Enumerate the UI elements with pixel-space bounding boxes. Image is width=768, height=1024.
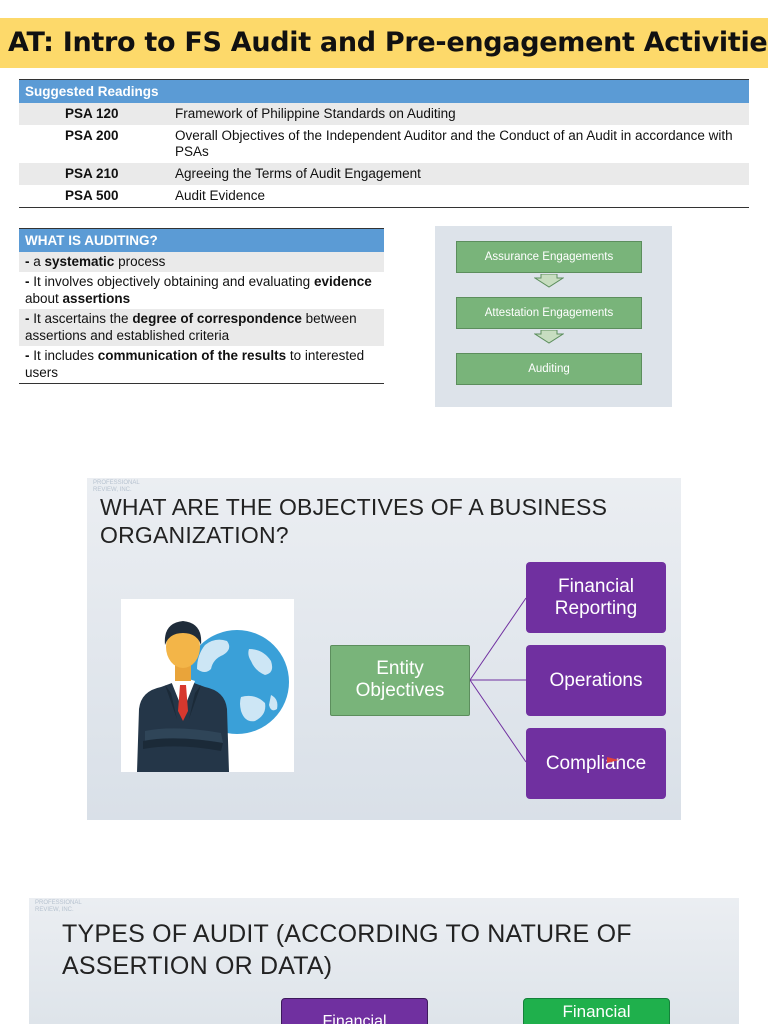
objective-compliance: Compliance (526, 728, 666, 799)
readings-header: Suggested Readings (19, 79, 749, 103)
objectives-slide: PROFESSIONAL REVIEW, INC. WHAT ARE THE O… (87, 478, 681, 820)
table-row: PSA 200 Overall Objectives of the Indepe… (19, 125, 749, 163)
objective-financial-reporting: Financial Reporting (526, 562, 666, 633)
table-row: - a systematic process (19, 251, 384, 272)
psa-title: Framework of Philippine Standards on Aud… (169, 102, 749, 125)
psa-title: Overall Objectives of the Independent Au… (175, 127, 733, 159)
down-arrow-icon (534, 330, 564, 344)
psa-code: PSA 120 (19, 102, 169, 125)
table-row: - It involves objectively obtaining and … (19, 272, 384, 309)
table-row: PSA 210 Agreeing the Terms of Audit Enga… (19, 162, 749, 185)
entity-objectives-box: Entity Objectives (330, 645, 470, 716)
flow-box-assurance: Assurance Engagements (456, 241, 642, 273)
financial-box-green: Financial (523, 998, 670, 1024)
psa-code: PSA 210 (19, 162, 169, 185)
financial-box-purple: Financial (281, 998, 428, 1024)
title-banner: AT: Intro to FS Audit and Pre-engagement… (0, 18, 768, 68)
psa-title: Audit Evidence (169, 184, 749, 208)
objective-operations: Operations (526, 645, 666, 716)
types-of-audit-slide: PROFESSIONAL REVIEW, INC. TYPES OF AUDIT… (29, 898, 739, 1024)
auditing-point: - a systematic process (19, 251, 384, 272)
auditing-point: - It ascertains the degree of correspond… (19, 309, 384, 346)
psa-code: PSA 500 (19, 184, 169, 208)
pointer-cursor-icon (607, 757, 619, 763)
slide-title: WHAT ARE THE OBJECTIVES OF A BUSINESS OR… (100, 494, 608, 548)
table-row: PSA 120 Framework of Philippine Standard… (19, 102, 749, 125)
what-is-auditing-table: WHAT IS AUDITING? - a systematic process… (19, 228, 384, 384)
slide-watermark: PROFESSIONAL REVIEW, INC. (35, 900, 82, 913)
flow-box-auditing: Auditing (456, 353, 642, 385)
table-row: - It ascertains the degree of correspond… (19, 309, 384, 346)
down-arrow-icon (534, 274, 564, 288)
psa-code: PSA 200 (65, 127, 119, 143)
flow-box-attestation: Attestation Engagements (456, 297, 642, 329)
auditing-point: - It involves objectively obtaining and … (25, 274, 372, 306)
suggested-readings-table: Suggested Readings PSA 120 Framework of … (19, 79, 749, 208)
auditing-point: - It includes communication of the resul… (19, 346, 384, 384)
businessman-icon (137, 621, 289, 772)
psa-title: Agreeing the Terms of Audit Engagement (169, 162, 749, 185)
page-title: AT: Intro to FS Audit and Pre-engagement… (8, 27, 768, 58)
connector-lines (469, 597, 527, 763)
engagement-flow-diagram: Assurance Engagements Attestation Engage… (435, 226, 672, 407)
auditing-header: WHAT IS AUDITING? (19, 228, 384, 252)
businessman-globe-illustration (121, 599, 294, 772)
slide-title: TYPES OF AUDIT (ACCORDING TO NATURE OF A… (62, 920, 632, 980)
slide-watermark: PROFESSIONAL REVIEW, INC. (93, 480, 140, 493)
table-row: - It includes communication of the resul… (19, 346, 384, 384)
table-row: PSA 500 Audit Evidence (19, 184, 749, 208)
